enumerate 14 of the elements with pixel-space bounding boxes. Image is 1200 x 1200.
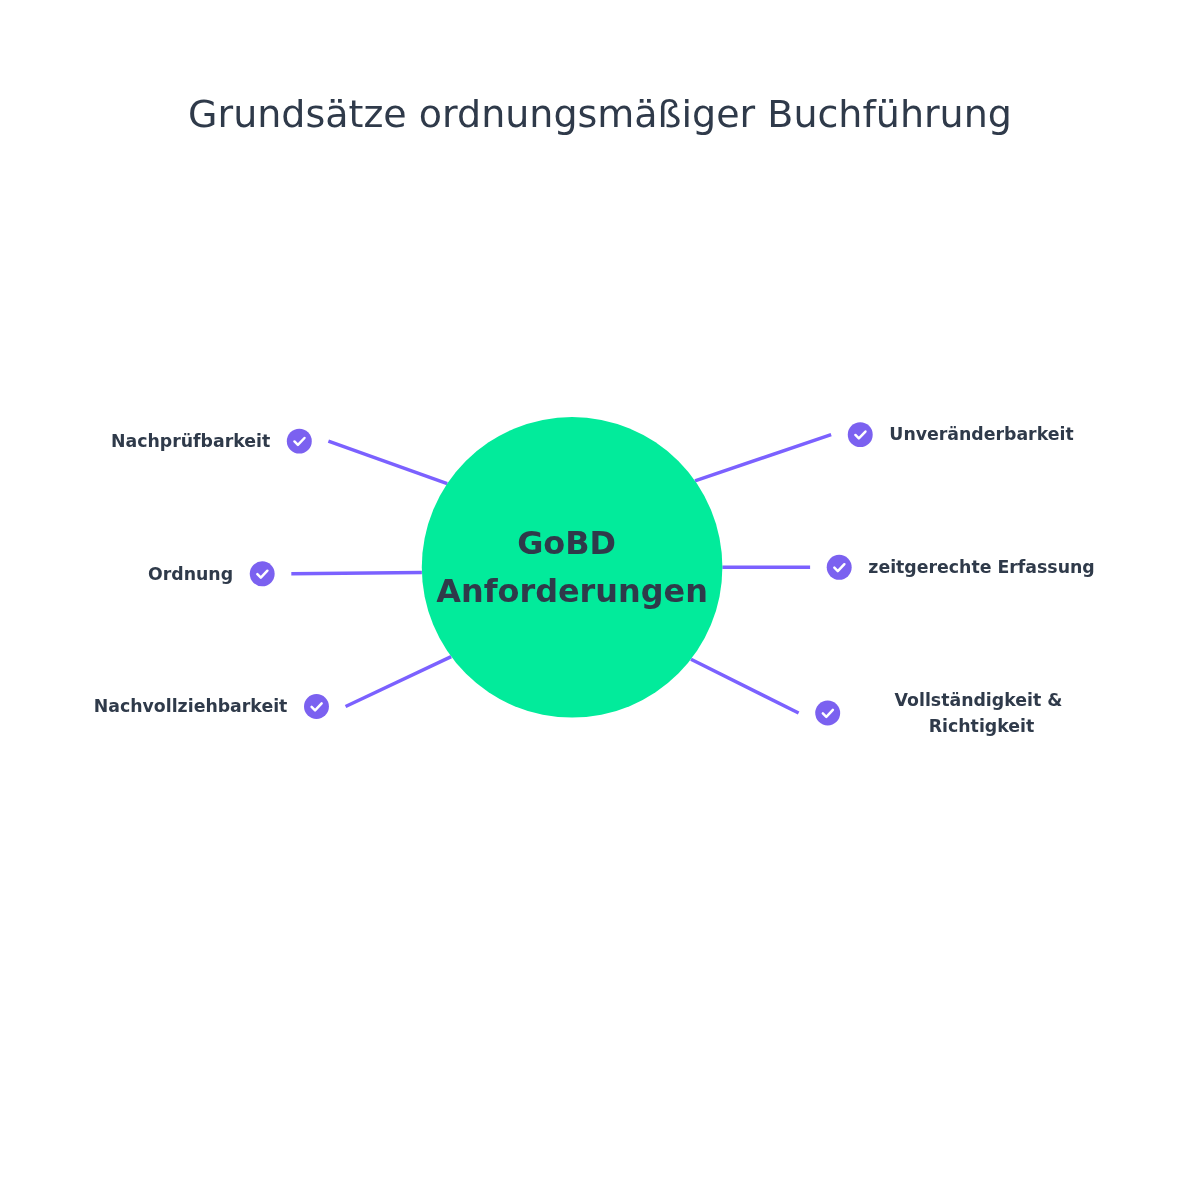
connector	[722, 565, 811, 569]
connector	[327, 439, 448, 485]
connector	[690, 657, 800, 715]
node-circle: GoBD Anforderungen	[421, 416, 723, 718]
node-label: Nachprüfbarkeit	[110, 430, 271, 451]
node-label: Ordnung	[148, 563, 234, 584]
node-label: Unveränderbarkeit	[889, 424, 1074, 445]
node-label: Vollständigkeit & Richtigkeit	[894, 689, 1063, 736]
connector	[694, 432, 832, 483]
node-label: zeitgerechte Erfassung	[868, 556, 1095, 577]
connector	[344, 654, 452, 708]
diagram-title: Grundsätze ordnungsmäßiger Buchführung	[188, 92, 1012, 138]
node-label: Nachvollziehbarkeit	[93, 695, 288, 717]
connector	[291, 570, 422, 576]
